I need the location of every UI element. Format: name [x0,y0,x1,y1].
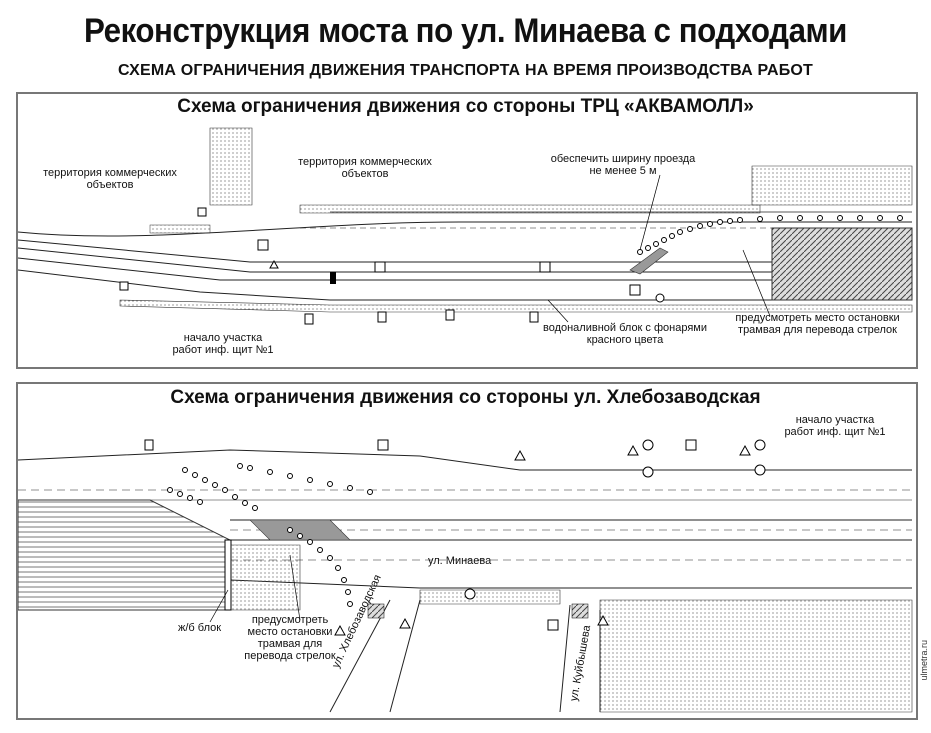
scheme-panel-khlebozavod [16,382,918,720]
street-minaeva: ул. Минаева [428,555,492,567]
label-work-start-1: начало участка работ инф. щит №1 [172,332,274,356]
label-water-block: водоналивной блок с фонарями красного цв… [542,322,708,346]
label-commercial-center: территория коммерческих объектов [298,156,432,180]
label-width-note: обеспечить ширину проезда не менее 5 м [550,153,696,177]
traffic-sign-icon [144,439,766,636]
river-bank [751,165,913,206]
page-title: Реконструкция моста по ул. Минаева с под… [84,12,847,50]
barrier-chain [167,463,373,607]
panel-title-aquamall: Схема ограничения движения со стороны ТР… [177,96,754,117]
label-work-start-2: начало участка работ инф. щит №1 [784,414,886,438]
barrier-chain [637,215,903,255]
traffic-sign-icon [119,207,665,325]
label-tram-stop-1: предусмотреть место остановки трамвая дл… [735,312,900,336]
building [209,127,253,206]
page-subtitle: СХЕМА ОГРАНИЧЕНИЯ ДВИЖЕНИЯ ТРАНСПОРТА НА… [117,62,814,79]
panel-title-khlebozavod: Схема ограничения движения со стороны ул… [170,387,761,408]
label-commercial-left: территория коммерческих объектов [43,167,177,191]
sidewalk [299,204,761,214]
water-block [330,272,336,284]
label-tram-stop-2: предусмотреть место остановки трамвая дл… [244,614,336,662]
label-rc-block: ж/б блок [178,622,222,634]
bridge-zone [771,227,913,301]
sidewalk [119,299,913,313]
watermark: ulmetra.ru [919,640,929,681]
